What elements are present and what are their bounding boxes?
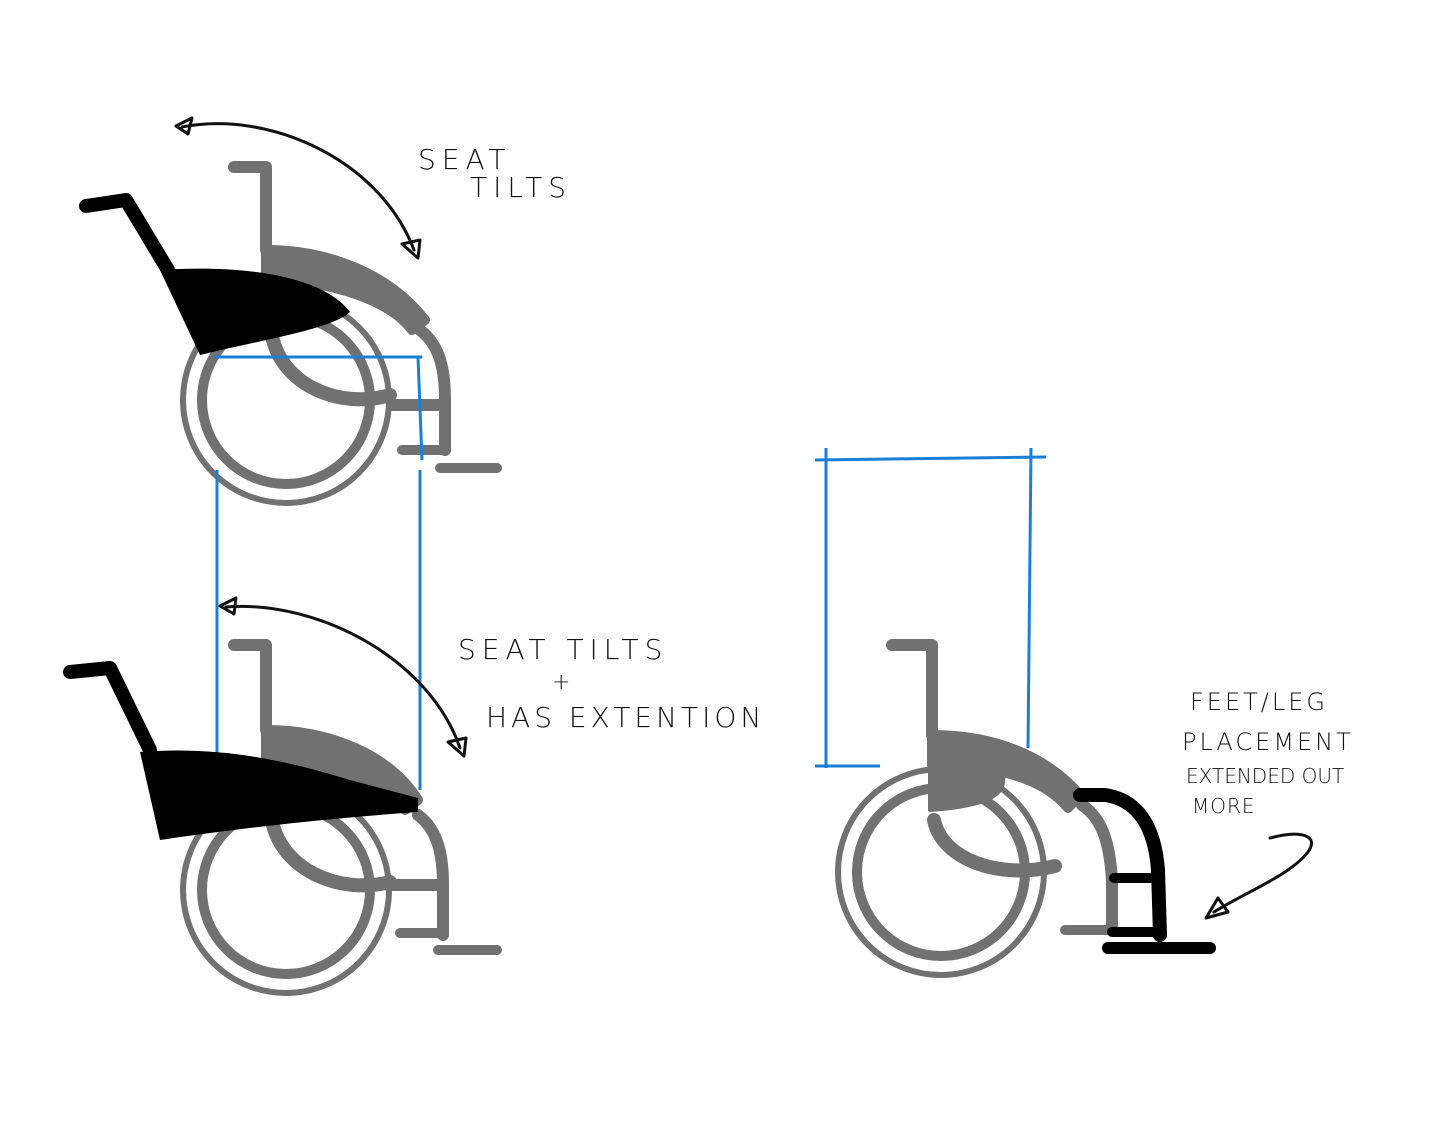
wheelchair-tilted-seat-extension <box>63 596 502 996</box>
seat-depth-guide <box>214 355 424 461</box>
seat-block <box>928 763 1006 812</box>
front-leg <box>1076 799 1118 936</box>
seat-height-guide <box>814 447 1047 768</box>
right-annotation-line-3: EXTENDED OUT <box>1186 764 1345 788</box>
middle-annotation-plus: + <box>552 670 573 695</box>
backrest-frame <box>228 639 272 736</box>
middle-annotation-line-1: SEAT TILTS <box>458 633 669 666</box>
curved-double-arrow-icon <box>218 596 468 758</box>
top-annotation-line-2: TILTS <box>470 171 572 204</box>
tilted-backrest <box>79 193 175 277</box>
extended-footrest-highlight <box>1073 788 1216 954</box>
top-annotation-line-1: SEAT <box>418 143 512 176</box>
right-annotation-line-4: MORE <box>1192 794 1256 818</box>
backrest-frame <box>228 161 272 256</box>
extended-leg-bar <box>1073 788 1167 942</box>
seat-inner-curve <box>264 323 397 407</box>
tilted-seat-body <box>160 268 350 355</box>
middle-annotation-line-3: HAS EXTENTION <box>486 701 766 734</box>
backrest-frame <box>886 639 938 741</box>
curved-double-arrow-icon <box>174 116 422 260</box>
seat-inner-curve <box>927 813 1062 878</box>
wheelchair-frame <box>835 639 1118 978</box>
right-annotation-line-1: FEET/LEG <box>1190 688 1329 716</box>
tilted-seat-highlight <box>63 661 418 840</box>
wheelchair-extended-footrest <box>814 447 1313 978</box>
front-leg <box>412 809 449 941</box>
tilted-seat-body <box>140 750 418 840</box>
tilted-seat-highlight <box>79 193 350 355</box>
seat-inner-curve <box>264 808 397 893</box>
front-leg <box>414 324 451 456</box>
tilted-backrest <box>63 661 157 757</box>
alignment-guides <box>215 470 422 790</box>
curved-pointer-arrow-icon <box>1204 832 1313 920</box>
right-annotation-line-2: PLACEMENT <box>1182 728 1354 756</box>
wheelchair-tilted-seat <box>79 116 502 506</box>
